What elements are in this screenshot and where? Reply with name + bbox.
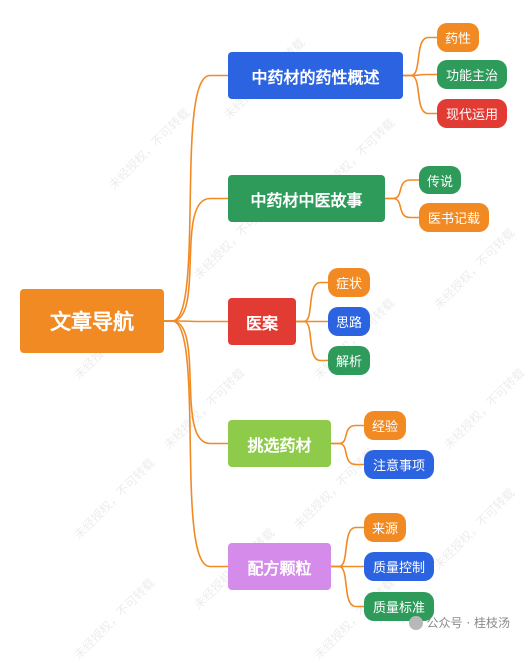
branch-connector	[164, 197, 228, 322]
footer-credit: 公众号 · 桂枝汤	[408, 614, 510, 631]
leaf-connector	[331, 526, 364, 568]
leaf-node: 思路	[328, 307, 370, 336]
branch-node: 配方颗粒	[228, 543, 331, 590]
leaf-node-label: 质量控制	[372, 561, 425, 576]
leaf-node: 质量标准	[364, 592, 434, 621]
branch-node: 医案	[228, 298, 296, 345]
branch-node-label: 中药材中医故事	[250, 190, 363, 210]
leaf-connector	[385, 197, 419, 219]
wechat-icon	[408, 615, 423, 630]
branch-node: 挑选药材	[228, 420, 331, 467]
leaf-node: 传说	[419, 166, 461, 194]
leaf-connector	[331, 424, 364, 445]
branch-connector	[164, 320, 228, 568]
branch-node-label: 挑选药材	[247, 435, 312, 455]
branch-connector	[164, 74, 228, 322]
leaf-node-label: 解析	[335, 355, 362, 370]
leaf-connector	[403, 74, 437, 115]
branch-node-label: 中药材的药性概述	[251, 67, 380, 87]
leaf-node: 功能主治	[437, 60, 507, 89]
leaf-node: 经验	[364, 411, 406, 440]
leaf-connector	[296, 320, 328, 362]
leaf-connector	[385, 179, 419, 200]
leaf-node-label: 经验	[371, 420, 398, 435]
branch-node: 中药材的药性概述	[228, 52, 403, 99]
leaf-node: 质量控制	[364, 552, 434, 581]
leaf-node-label: 来源	[371, 522, 398, 537]
branch-node-label: 配方颗粒	[247, 558, 312, 578]
leaf-connector	[331, 442, 364, 466]
leaf-node-label: 症状	[335, 277, 362, 292]
leaf-node: 解析	[328, 346, 370, 375]
leaf-node: 症状	[328, 268, 370, 297]
leaf-node-label: 质量标准	[372, 601, 425, 616]
leaf-node: 医书记载	[419, 203, 489, 232]
leaf-node: 药性	[437, 23, 479, 52]
leaf-node-label: 药性	[444, 32, 471, 47]
root-node-label: 文章导航	[50, 310, 134, 334]
leaf-node: 注意事项	[364, 450, 434, 479]
leaf-node-label: 现代运用	[445, 108, 498, 123]
leaf-node: 现代运用	[437, 99, 507, 128]
leaf-connector	[296, 281, 328, 323]
leaf-node-label: 医书记载	[427, 212, 480, 227]
footer-label: 公众号 · 桂枝汤	[426, 616, 510, 630]
leaf-node-label: 传说	[426, 174, 453, 190]
leaf-node-label: 功能主治	[445, 69, 498, 84]
leaf-node-label: 思路	[335, 316, 362, 331]
branch-connector	[164, 320, 228, 445]
root-node: 文章导航	[20, 289, 164, 353]
branch-node: 中药材中医故事	[228, 175, 385, 222]
leaf-connector	[403, 36, 437, 77]
leaf-node: 来源	[364, 513, 406, 542]
leaf-node-label: 注意事项	[372, 459, 425, 474]
branch-node-label: 医案	[245, 313, 278, 333]
leaf-connector	[331, 565, 364, 608]
mindmap-connectors	[164, 36, 437, 608]
